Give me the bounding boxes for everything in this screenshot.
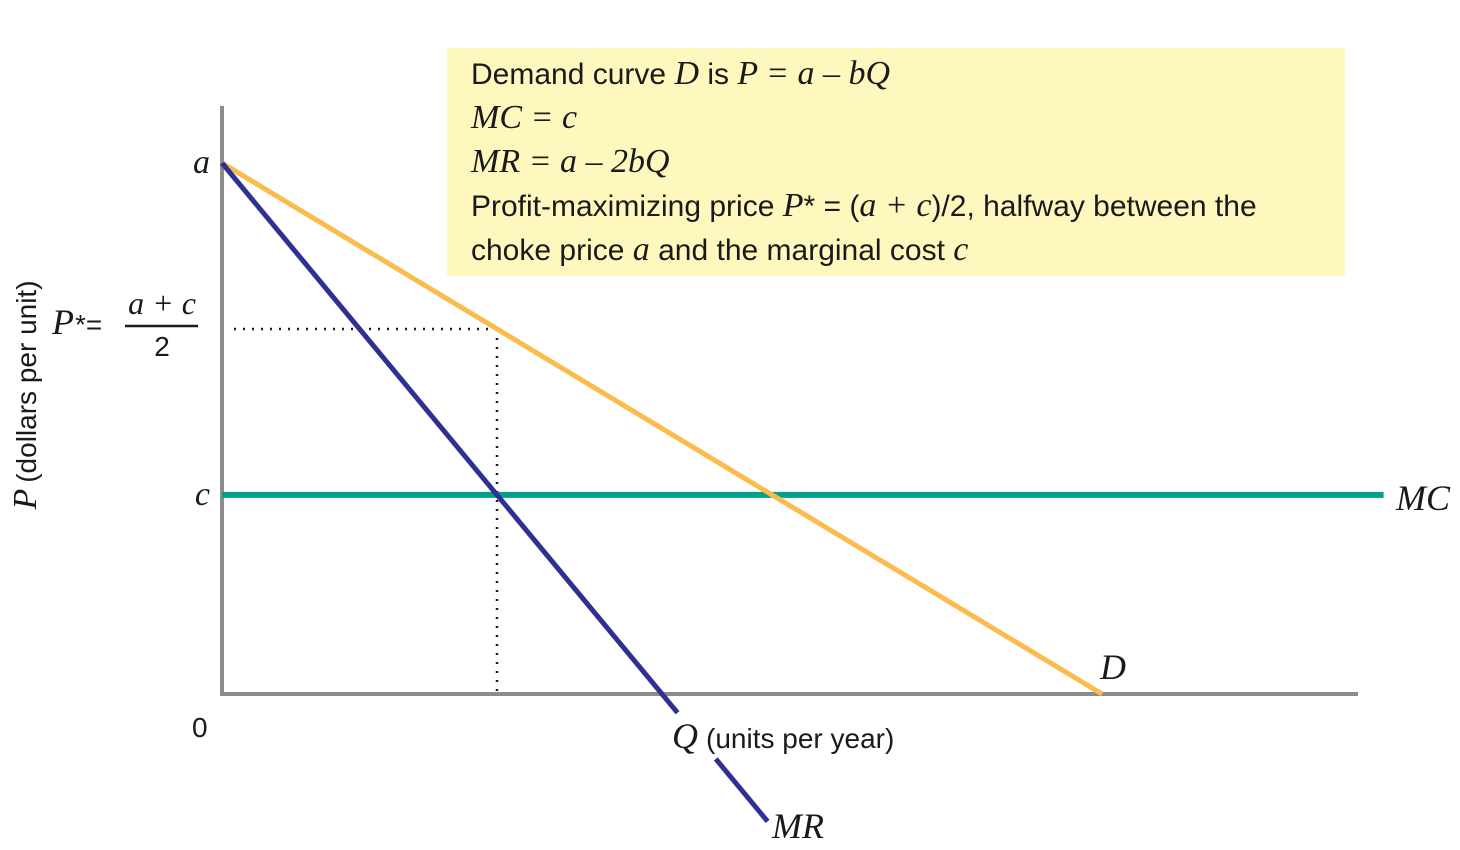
- annotation-line-5: choke price a and the marginal cost c: [471, 228, 1345, 272]
- annotation-text: Profit-maximizing price: [471, 190, 775, 223]
- svg-text:P(dollars per unit): P (dollars per unit): [7, 280, 44, 510]
- series-label-d: D: [1099, 647, 1126, 687]
- y-tick-label-c: c: [195, 476, 210, 513]
- annotation-math: bQ: [628, 143, 670, 180]
- annotation-math: MR = a – 2: [471, 143, 629, 180]
- annotation-text: * = (: [803, 190, 860, 223]
- annotation-text: choke price: [471, 234, 625, 267]
- annotation-math: MC = c: [471, 99, 578, 136]
- annotation-math: a + c: [859, 187, 932, 224]
- origin-label: 0: [192, 712, 208, 743]
- annotation-text: is: [707, 58, 730, 91]
- annotation-line-1: Demand curve D is P = a – bQ: [471, 52, 1345, 96]
- mr-line: [220, 161, 680, 715]
- p-star-label: P *= a + c 2: [51, 285, 198, 362]
- annotation-math: c: [953, 231, 969, 268]
- p-star-numerator: a + c: [128, 285, 196, 321]
- x-axis-label: Q (units per year): [672, 716, 894, 756]
- annotation-math: a: [632, 231, 650, 268]
- y-axis-text: (dollars per unit): [11, 280, 42, 482]
- annotation-text: )/2, halfway between the: [931, 190, 1257, 223]
- annotation-text: Demand curve: [471, 58, 667, 91]
- x-axis-symbol: Q: [672, 716, 698, 756]
- series-label-mc: MC: [1395, 478, 1451, 518]
- annotation-text: and the marginal cost: [658, 234, 945, 267]
- p-star-suffix: *=: [75, 309, 102, 340]
- mr-line-extension: [713, 757, 770, 824]
- y-tick-label-a: a: [193, 144, 210, 181]
- y-axis-label: P (dollars per unit): [7, 280, 44, 510]
- annotation-line-4: Profit-maximizing price P* = (a + c)/2, …: [471, 184, 1345, 228]
- annotation-math: D: [674, 55, 699, 92]
- annotation-box: Demand curve D is P = a – bQ MC = c MR =…: [447, 48, 1345, 276]
- annotation-line-3: MR = a – 2bQ: [471, 140, 1345, 184]
- guide-lines: [234, 327, 499, 692]
- annotation-math: P: [782, 187, 804, 224]
- series-label-mr: MR: [771, 806, 824, 846]
- x-axis-text: (units per year): [706, 723, 894, 754]
- p-star-symbol: P: [51, 302, 74, 342]
- p-star-denominator: 2: [154, 331, 170, 362]
- annotation-math: P = a – bQ: [737, 55, 891, 92]
- y-axis-symbol: P: [7, 489, 44, 511]
- annotation-line-2: MC = c: [471, 96, 1345, 140]
- demand-line: [220, 160, 1104, 697]
